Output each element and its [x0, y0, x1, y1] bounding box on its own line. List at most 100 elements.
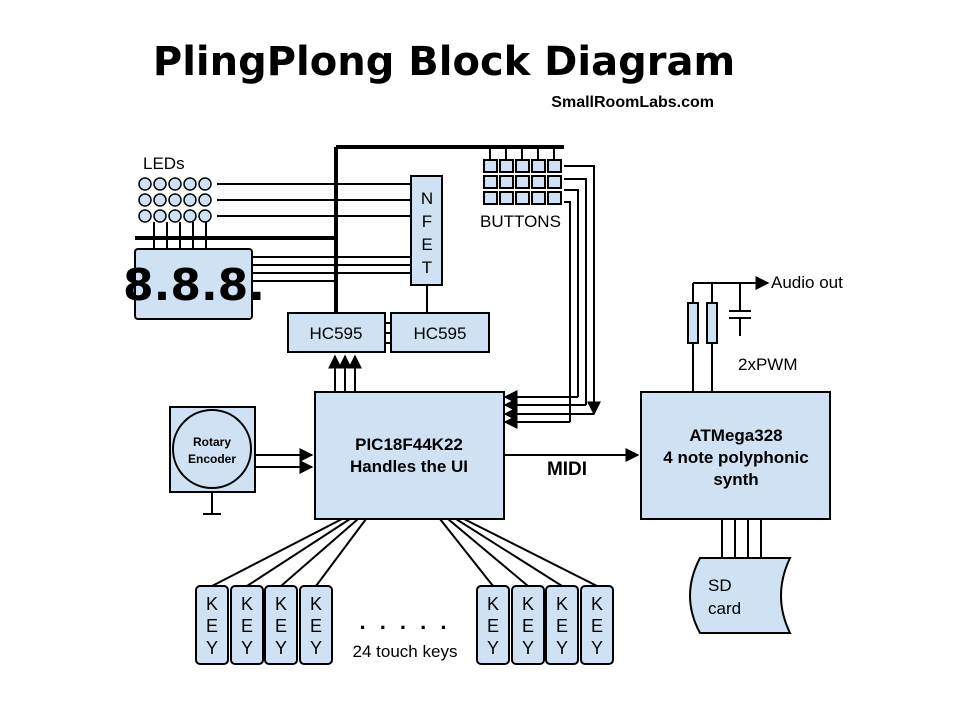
mcu-label-2: Handles the UI: [350, 457, 468, 476]
button-switch: [531, 159, 546, 173]
hc595-left: HC595: [287, 312, 386, 353]
seven-segment-value: 8.8.8.: [123, 260, 265, 311]
touch-key-letter: E: [522, 616, 534, 636]
led: [153, 177, 167, 191]
key-wire: [211, 518, 343, 587]
touch-key: KEY: [299, 585, 333, 665]
nfet-letter-e: E: [421, 235, 432, 254]
led: [138, 193, 152, 207]
button-switch: [547, 159, 562, 173]
led: [198, 209, 212, 223]
button-switch: [483, 175, 498, 189]
synth-label-2: 4 note polyphonic: [663, 448, 808, 467]
touch-key-letter: K: [241, 594, 253, 614]
rotary-encoder: Rotary Encoder: [169, 406, 314, 515]
diagram-title: PlingPlong Block Diagram: [153, 39, 735, 85]
nfet-block: N F E T: [410, 175, 443, 313]
hc595-chain-links: [385, 322, 391, 344]
keys-ellipsis: . . . . .: [359, 609, 450, 634]
touch-key-letter: E: [310, 616, 322, 636]
button-switch: [483, 159, 498, 173]
touch-key: KEY: [230, 585, 264, 665]
led: [183, 177, 197, 191]
button-switch: [547, 191, 562, 205]
button-switch: [531, 175, 546, 189]
display-wiring: [252, 256, 411, 282]
touch-key-letter: E: [275, 616, 287, 636]
leds-label: LEDs: [143, 154, 185, 173]
led-matrix: [138, 177, 411, 249]
hc595-right: HC595: [390, 312, 490, 353]
led: [183, 193, 197, 207]
led: [138, 177, 152, 191]
led: [168, 209, 182, 223]
nfet-letter-f: F: [422, 212, 432, 231]
buttons-wiring: [503, 165, 601, 429]
midi-label: MIDI: [547, 459, 587, 480]
touch-key-letter: Y: [522, 638, 534, 658]
key-wiring: [211, 518, 598, 587]
key-wire: [455, 518, 563, 587]
touch-key-letter: K: [487, 594, 499, 614]
led: [168, 193, 182, 207]
buttons-matrix: [483, 147, 562, 205]
mcu-block: PIC18F44K22 Handles the UI: [314, 391, 505, 520]
top-bus: [135, 145, 564, 313]
sd-label-2: card: [708, 599, 741, 618]
touch-key-letter: K: [522, 594, 534, 614]
touch-keys-label: 24 touch keys: [353, 642, 458, 661]
key-wire: [315, 518, 367, 587]
rotary-label-1: Rotary: [193, 435, 231, 449]
touch-key: KEY: [545, 585, 579, 665]
touch-key-letter: K: [310, 594, 322, 614]
button-switch: [531, 191, 546, 205]
hc595-right-label: HC595: [414, 324, 467, 343]
led: [168, 177, 182, 191]
nfet-letter-t: T: [422, 258, 432, 277]
touch-key: KEY: [580, 585, 614, 665]
touch-key-letter: E: [556, 616, 568, 636]
button-switch: [499, 175, 514, 189]
audio-output-network: [687, 276, 770, 392]
key-wire: [463, 518, 598, 587]
key-wire: [280, 518, 359, 587]
rotary-label-2: Encoder: [188, 452, 236, 466]
button-switch: [499, 159, 514, 173]
button-switch: [499, 191, 514, 205]
touch-key-letter: Y: [275, 638, 287, 658]
buttons-label: BUTTONS: [480, 212, 561, 231]
touch-key-letter: K: [591, 594, 603, 614]
key-wire: [439, 518, 494, 587]
button-switch: [515, 159, 530, 173]
synth-label-3: synth: [713, 470, 758, 489]
touch-key-letter: E: [241, 616, 253, 636]
button-switch: [515, 175, 530, 189]
touch-key: KEY: [476, 585, 510, 665]
key-wire: [246, 518, 351, 587]
mcu-to-hc595-arrows: [328, 354, 362, 392]
hc595-left-label: HC595: [310, 324, 363, 343]
touch-key-letter: E: [487, 616, 499, 636]
touch-key-letter: Y: [556, 638, 568, 658]
touch-key-letter: K: [275, 594, 287, 614]
led: [198, 177, 212, 191]
touch-key-letter: K: [206, 594, 218, 614]
sd-card: SD card: [689, 519, 792, 634]
synth-label-1: ATMega328: [689, 426, 782, 445]
touch-key: KEY: [195, 585, 229, 665]
led: [183, 209, 197, 223]
sd-label-1: SD: [708, 576, 732, 595]
touch-key: KEY: [511, 585, 545, 665]
key-wire: [447, 518, 529, 587]
button-switch: [483, 191, 498, 205]
led: [153, 193, 167, 207]
touch-key-letter: Y: [487, 638, 499, 658]
touch-key-letter: Y: [310, 638, 322, 658]
diagram-subtitle: SmallRoomLabs.com: [551, 94, 714, 111]
pwm-label: 2xPWM: [738, 355, 798, 374]
synth-block: ATMega328 4 note polyphonic synth: [640, 391, 831, 520]
touch-key-letter: Y: [591, 638, 603, 658]
led: [153, 209, 167, 223]
touch-key-letter: E: [206, 616, 218, 636]
